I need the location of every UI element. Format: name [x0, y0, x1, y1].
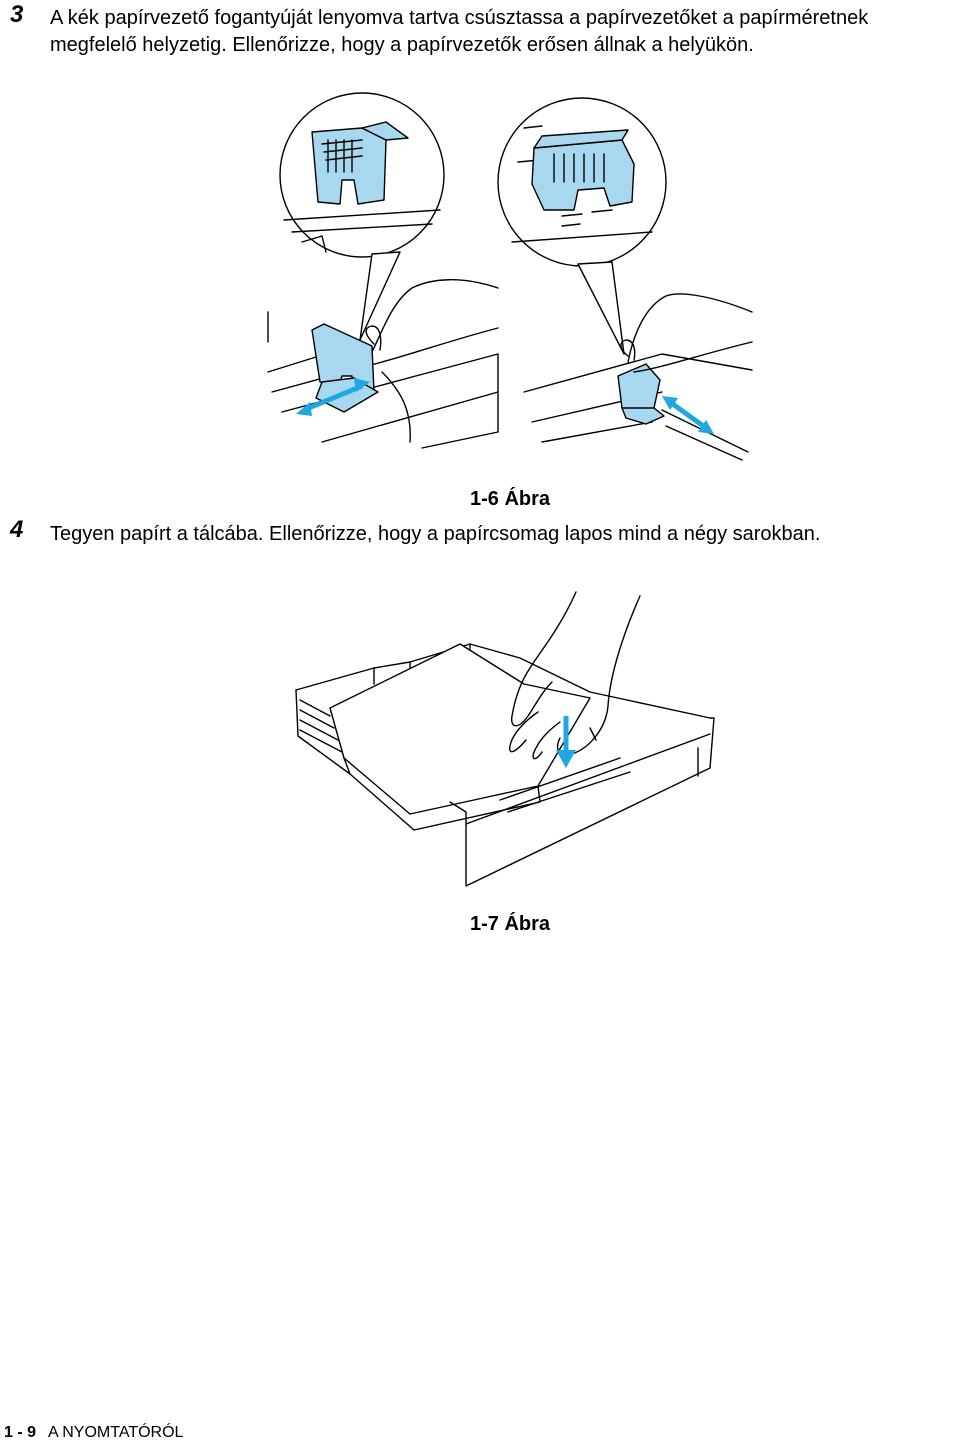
- figure-1-7-caption: 1-7 Ábra: [469, 913, 551, 935]
- section-title: A NYOMTATÓRÓL: [48, 1424, 184, 1441]
- step-4-text: Tegyen papírt a tálcába. Ellenőrizze, ho…: [50, 523, 821, 545]
- right-tray-section: [523, 293, 753, 461]
- page-number: 1 - 9: [4, 1424, 37, 1441]
- left-tray-section: [267, 279, 499, 449]
- figure-1-6-illustration: [267, 92, 753, 461]
- figure-1-7-illustration: [295, 591, 715, 887]
- step-3-text-line2: megfelelő helyzetig. Ellenőrizze, hogy a…: [50, 34, 754, 56]
- step-number-4: 4: [10, 516, 24, 543]
- left-zoom-guide: [283, 121, 441, 253]
- step-number-3: 3: [10, 1, 24, 28]
- right-zoom-guide: [511, 125, 653, 243]
- paper-tray: [295, 591, 715, 887]
- step-3-text-line1: A kék papírvezető fogantyúját lenyomva t…: [50, 7, 869, 29]
- figure-1-6-caption: 1-6 Ábra: [469, 488, 551, 510]
- page-footer: 1 - 9 A NYOMTATÓRÓL: [4, 1424, 183, 1442]
